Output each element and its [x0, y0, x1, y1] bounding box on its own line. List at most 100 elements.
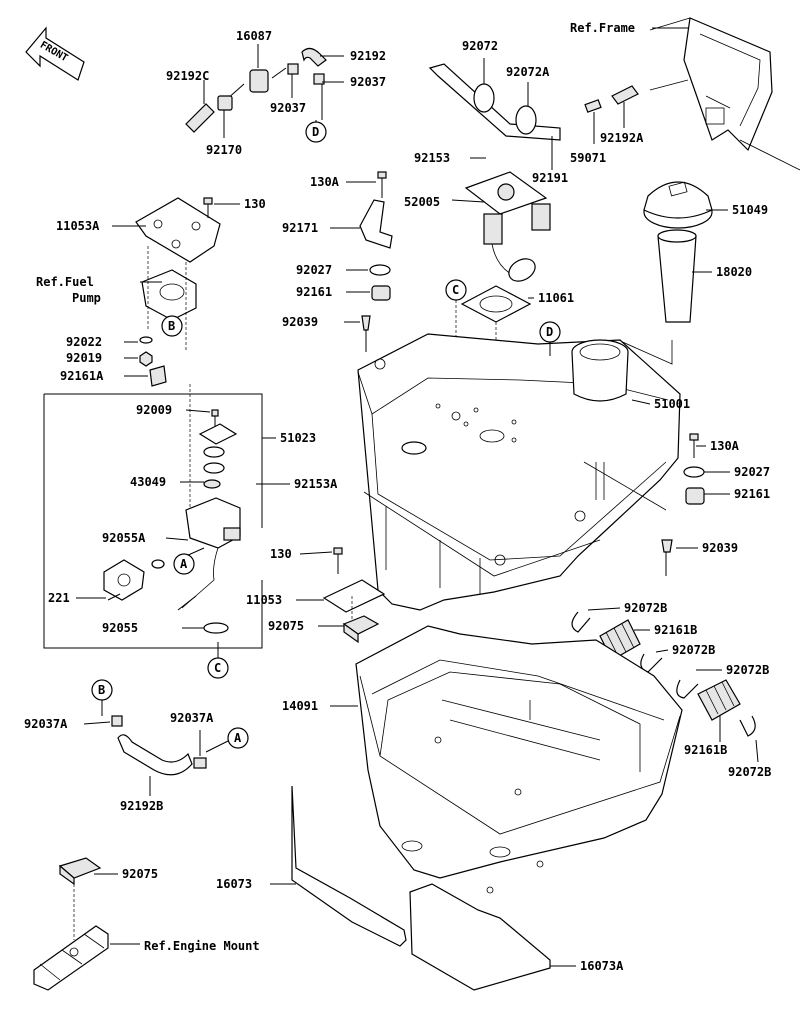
callout-D-top-letter: D: [312, 125, 319, 139]
part-92055A-oring: [151, 559, 165, 569]
label-92192: 92192: [350, 49, 386, 63]
label-ref-frame: Ref.Frame: [570, 21, 635, 35]
part-16073A-pad: [409, 883, 551, 991]
label-ref-fuel-pump-2: Pump: [72, 291, 101, 305]
label-92027-top: 92027: [296, 263, 332, 277]
label-92037A-left: 92037A: [24, 717, 68, 731]
part-92161B-grommet-2: [697, 679, 741, 721]
label-92072: 92072: [462, 39, 498, 53]
label-130-mid: 130: [270, 547, 292, 561]
label-92072B-1: 92072B: [624, 601, 667, 615]
label-92153A: 92153A: [294, 477, 338, 491]
part-14091-tray: [355, 625, 683, 894]
callout-A-cock-letter: A: [180, 557, 188, 571]
label-92022: 92022: [66, 335, 102, 349]
callout-C-top: C: [445, 279, 467, 301]
part-92039-bolt-right: [583, 461, 673, 576]
part-92039-bolt-top: [361, 315, 371, 352]
label-92170: 92170: [206, 143, 242, 157]
label-16073: 16073: [216, 877, 252, 891]
label-92171: 92171: [282, 221, 318, 235]
label-11053: 11053: [246, 593, 282, 607]
label-92027-right: 92027: [734, 465, 770, 479]
label-221: 221: [48, 591, 70, 605]
part-92027-washer-top: [369, 264, 391, 276]
callout-D-top: D: [305, 121, 327, 143]
label-16073A: 16073A: [580, 959, 624, 973]
label-92161-top: 92161: [296, 285, 332, 299]
part-59071-fitting: [584, 99, 602, 113]
part-130A-bolt-right: [689, 433, 699, 458]
part-43049-diaphragm: [203, 446, 225, 489]
label-18020: 18020: [716, 265, 752, 279]
label-11061: 11061: [538, 291, 574, 305]
part-92192-hose: [301, 47, 327, 67]
label-59071: 59071: [570, 151, 606, 165]
label-92161-right: 92161: [734, 487, 770, 501]
label-92161B-2: 92161B: [684, 743, 727, 757]
callout-C-top-letter: C: [452, 283, 459, 297]
part-92161-damper-right: [685, 487, 705, 505]
label-16087: 16087: [236, 29, 272, 43]
label-92072A: 92072A: [506, 65, 550, 79]
part-92027-washer-right: [683, 466, 705, 478]
label-92037A-mid: 92037A: [170, 711, 214, 725]
label-92072B-4: 92072B: [728, 765, 771, 779]
part-130-bolt-mid: [333, 547, 343, 574]
part-92072B-clamp-3: [676, 679, 699, 699]
part-130A-bolt-top: [377, 171, 387, 198]
label-92072B-2: 92072B: [672, 643, 715, 657]
label-92019: 92019: [66, 351, 102, 365]
part-92171-bracket: [359, 199, 393, 249]
label-92075-bottom: 92075: [122, 867, 158, 881]
label-92153: 92153: [414, 151, 450, 165]
callout-D-tank-letter: D: [546, 325, 553, 339]
part-92161-damper-top: [371, 285, 391, 301]
callout-C-bottom-letter: C: [214, 661, 221, 675]
callout-A-hose: A: [227, 727, 249, 749]
part-92170-clip: [217, 95, 233, 111]
label-51001: 51001: [654, 397, 690, 411]
engine-mount-reference: [33, 925, 140, 991]
label-11053A: 11053A: [56, 219, 100, 233]
callout-C-bottom: C: [207, 657, 229, 679]
label-92055A: 92055A: [102, 531, 146, 545]
part-92019-nut: [139, 351, 153, 367]
part-92075-rubber-mid: [342, 615, 380, 644]
frame-reference: [649, 17, 801, 171]
part-lever-plate: [103, 559, 145, 601]
part-92072-hose-assembly: [428, 63, 561, 141]
part-92037A-clamp-left: [111, 715, 123, 727]
part-52005-sender: [464, 171, 551, 282]
leader-lines: [76, 27, 759, 967]
label-130A-right: 130A: [710, 439, 740, 453]
label-92039-top: 92039: [282, 315, 318, 329]
part-92022-washer: [139, 336, 153, 344]
part-92037-clamp-top: [287, 63, 299, 75]
label-51049: 51049: [732, 203, 768, 217]
label-92072B-3: 92072B: [726, 663, 769, 677]
label-92192A: 92192A: [600, 131, 644, 145]
part-18020-filler-tube: [617, 229, 697, 365]
group-51023-outline: [43, 384, 276, 649]
callout-A-cock: A: [173, 553, 195, 575]
part-92161A-damper: [149, 365, 167, 387]
part-221-screw: [107, 593, 121, 601]
label-92009: 92009: [136, 403, 172, 417]
part-92055-oring: [203, 622, 229, 634]
part-16073-pad: [291, 785, 407, 947]
label-92161B-1: 92161B: [654, 623, 697, 637]
part-92072B-clamp-1: [571, 611, 591, 633]
callout-B-pump: B: [161, 315, 183, 337]
callout-B-hose-letter: B: [98, 683, 105, 697]
part-51001-fuel-tank: [357, 333, 681, 611]
label-92055: 92055: [102, 621, 138, 635]
part-11053A-plate: [135, 197, 221, 263]
part-diaphragm-cover: [198, 423, 238, 445]
front-arrow: FRONT: [25, 26, 85, 81]
part-92192C-hose: [185, 103, 215, 133]
part-92192B-hose: [117, 734, 193, 776]
label-92192C: 92192C: [166, 69, 209, 83]
callout-D-tank: D: [539, 321, 561, 343]
